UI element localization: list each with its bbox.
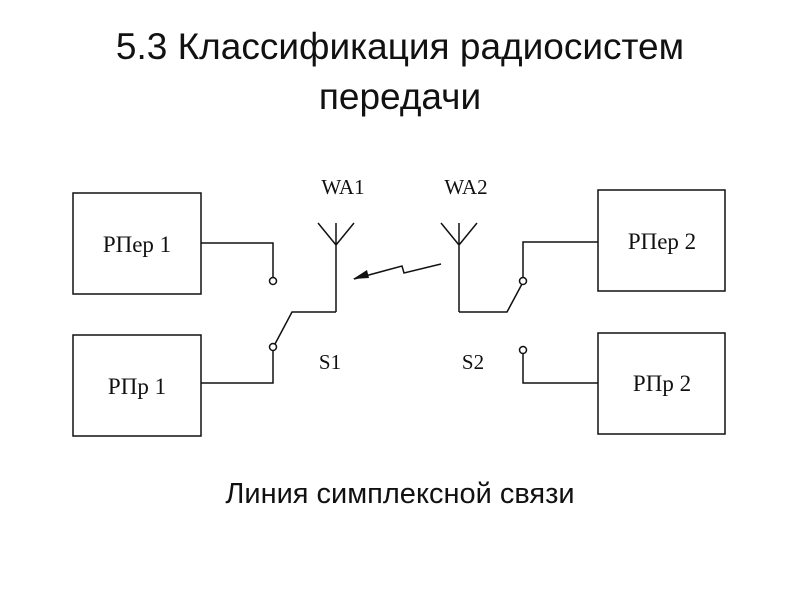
switch-1-label: S1 bbox=[319, 350, 341, 374]
antenna-2-label: WA2 bbox=[444, 175, 487, 199]
transmitter-2-box bbox=[597, 189, 726, 292]
radio-wave-arrow bbox=[353, 263, 442, 280]
switch-2-label: S2 bbox=[462, 350, 484, 374]
transmitter-2-label: РПер 2 bbox=[628, 229, 696, 254]
transmitter-1-wire bbox=[201, 242, 274, 277]
transmitter-1-label: РПер 1 bbox=[103, 232, 171, 257]
slide-title-line-1: 5.3 Классификация радиосистем bbox=[115, 26, 685, 67]
antenna-1-icon bbox=[317, 222, 355, 312]
receiver-2-wire bbox=[522, 354, 598, 384]
receiver-1-box bbox=[72, 334, 202, 437]
antenna-2-icon bbox=[440, 222, 478, 312]
switch-2-rx-contact bbox=[518, 345, 528, 355]
slide-title: 5.3 Классификация радиосистем передачи bbox=[0, 22, 800, 122]
transmitter-2-wire bbox=[522, 241, 598, 277]
switch-1-rx-contact bbox=[268, 342, 278, 352]
diagram-caption: Линия симплексной связи bbox=[225, 478, 575, 510]
receiver-1-wire bbox=[201, 350, 274, 384]
transmitter-1-box bbox=[72, 192, 202, 295]
radio-wave-arrowhead bbox=[353, 270, 369, 279]
switch-2-lever bbox=[459, 283, 523, 313]
switch-2-tx-contact bbox=[518, 276, 528, 286]
switch-1-tx-contact bbox=[268, 276, 278, 286]
switch-1-lever bbox=[274, 311, 336, 345]
receiver-1-label: РПр 1 bbox=[108, 374, 166, 399]
antenna-1-label: WA1 bbox=[321, 175, 364, 199]
slide-title-line-2: передачи bbox=[318, 76, 482, 117]
receiver-2-label: РПр 2 bbox=[633, 371, 691, 396]
receiver-2-box bbox=[597, 332, 726, 435]
